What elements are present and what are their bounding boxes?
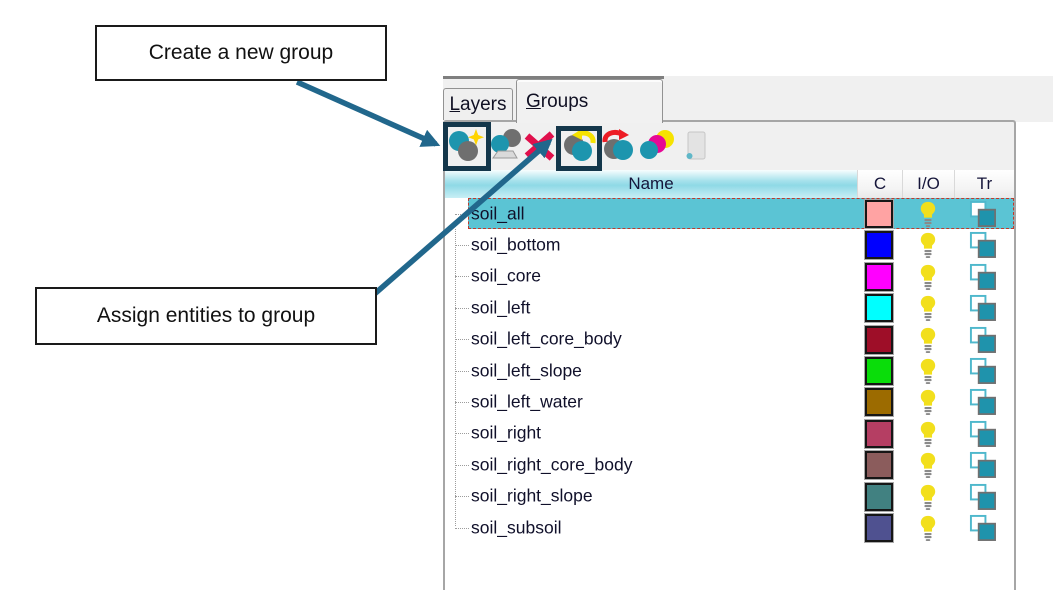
- group-name: soil_right: [471, 422, 542, 443]
- transparency-icon[interactable]: [969, 451, 998, 480]
- tree-connector: [455, 307, 469, 309]
- visibility-bulb-icon[interactable]: [919, 327, 937, 354]
- group-properties-icon[interactable]: [677, 126, 715, 166]
- tree-connector: [455, 402, 469, 404]
- group-colors-icon[interactable]: [638, 126, 676, 166]
- color-swatch[interactable]: [865, 419, 893, 448]
- panel-top-border: [443, 76, 664, 79]
- callout-assign-entities: Assign entities to group: [35, 287, 377, 345]
- table-row[interactable]: soil_bottom: [445, 229, 1014, 260]
- callout-create-group-text: Create a new group: [148, 41, 334, 64]
- tree-connector: [455, 464, 469, 466]
- visibility-bulb-icon[interactable]: [919, 232, 937, 259]
- color-swatch[interactable]: [865, 262, 893, 291]
- highlight-box-assign-entities: [556, 126, 602, 171]
- group-name: soil_left_slope: [471, 360, 582, 381]
- delete-group-icon[interactable]: [521, 126, 559, 166]
- edit-group-icon[interactable]: [487, 126, 525, 166]
- color-swatch[interactable]: [865, 200, 893, 228]
- transparency-icon[interactable]: [969, 357, 998, 386]
- visibility-bulb-icon[interactable]: [919, 358, 937, 385]
- group-name: soil_left: [471, 297, 531, 318]
- tree-connector: [455, 527, 469, 529]
- color-swatch[interactable]: [865, 325, 893, 354]
- table-row[interactable]: soil_all: [445, 198, 1014, 230]
- tree-connector: [455, 245, 469, 247]
- callout-assign-entities-text: Assign entities to group: [96, 304, 316, 327]
- visibility-bulb-icon[interactable]: [919, 515, 937, 542]
- transparency-icon[interactable]: [969, 231, 998, 260]
- color-swatch[interactable]: [865, 482, 893, 511]
- color-swatch[interactable]: [865, 294, 893, 323]
- highlight-box-create-group: [443, 122, 491, 171]
- table-row[interactable]: soil_right_core_body: [445, 449, 1014, 480]
- table-row[interactable]: soil_right_slope: [445, 481, 1014, 512]
- column-header-color[interactable]: C: [857, 170, 902, 198]
- table-row[interactable]: soil_left_core_body: [445, 324, 1014, 355]
- visibility-bulb-icon[interactable]: [919, 295, 937, 322]
- group-name: soil_all: [471, 203, 525, 224]
- groups-table: Name C I/O Tr soil_all soil_bottom: [445, 170, 1014, 590]
- group-name: soil_right_slope: [471, 485, 593, 506]
- unassign-entities-icon[interactable]: [601, 126, 639, 166]
- group-name: soil_right_core_body: [471, 454, 633, 475]
- group-name: soil_bottom: [471, 234, 561, 255]
- transparency-icon[interactable]: [969, 294, 998, 323]
- table-row[interactable]: soil_core: [445, 261, 1014, 292]
- transparency-icon[interactable]: [969, 514, 998, 543]
- transparency-icon[interactable]: [969, 326, 998, 355]
- table-row[interactable]: soil_right: [445, 418, 1014, 449]
- transparency-icon[interactable]: [969, 200, 998, 229]
- group-name: soil_subsoil: [471, 517, 562, 538]
- table-row[interactable]: soil_left: [445, 292, 1014, 323]
- table-row[interactable]: soil_left_slope: [445, 355, 1014, 386]
- callout-create-group: Create a new group: [95, 25, 387, 81]
- tree-connector: [455, 496, 469, 498]
- assign-entities-icon[interactable]: [559, 126, 597, 166]
- table-row[interactable]: soil_subsoil: [445, 512, 1014, 543]
- color-swatch[interactable]: [865, 388, 893, 417]
- visibility-bulb-icon[interactable]: [919, 264, 937, 291]
- tree-line: [455, 229, 456, 526]
- table-row[interactable]: soil_left_water: [445, 386, 1014, 417]
- color-swatch[interactable]: [865, 356, 893, 385]
- transparency-icon[interactable]: [969, 420, 998, 449]
- color-swatch[interactable]: [865, 451, 893, 480]
- arrow-to-create-group-icon: [295, 79, 441, 147]
- tab-layers[interactable]: Layers: [443, 88, 513, 120]
- visibility-bulb-icon[interactable]: [919, 201, 937, 228]
- tree-connector: [455, 339, 469, 341]
- transparency-icon[interactable]: [969, 388, 998, 417]
- visibility-bulb-icon[interactable]: [919, 421, 937, 448]
- tree-connector: [455, 433, 469, 435]
- column-header-io[interactable]: I/O: [902, 170, 954, 198]
- tree-connector: [455, 370, 469, 372]
- group-name: soil_left_water: [471, 391, 583, 412]
- color-swatch[interactable]: [865, 513, 893, 542]
- column-header-name[interactable]: Name: [445, 170, 857, 198]
- tree-connector: [455, 276, 469, 278]
- column-header-tr[interactable]: Tr: [954, 170, 1014, 198]
- color-swatch[interactable]: [865, 231, 893, 260]
- groups-panel: Name C I/O Tr soil_all soil_bottom: [443, 120, 1016, 590]
- tree-connector: [455, 213, 469, 215]
- visibility-bulb-icon[interactable]: [919, 452, 937, 479]
- groups-toolbar: [445, 122, 1014, 170]
- tab-groups[interactable]: Groups: [516, 79, 663, 123]
- tab-groups-label: Groups: [526, 90, 589, 112]
- transparency-icon[interactable]: [969, 483, 998, 512]
- table-header: Name C I/O Tr: [445, 170, 1014, 198]
- group-name: soil_left_core_body: [471, 328, 622, 349]
- table-body: soil_all soil_bottom soil_core: [445, 198, 1014, 543]
- visibility-bulb-icon[interactable]: [919, 389, 937, 416]
- transparency-icon[interactable]: [969, 263, 998, 292]
- group-name: soil_core: [471, 265, 542, 286]
- tab-layers-label: Layers: [449, 93, 507, 115]
- visibility-bulb-icon[interactable]: [919, 484, 937, 511]
